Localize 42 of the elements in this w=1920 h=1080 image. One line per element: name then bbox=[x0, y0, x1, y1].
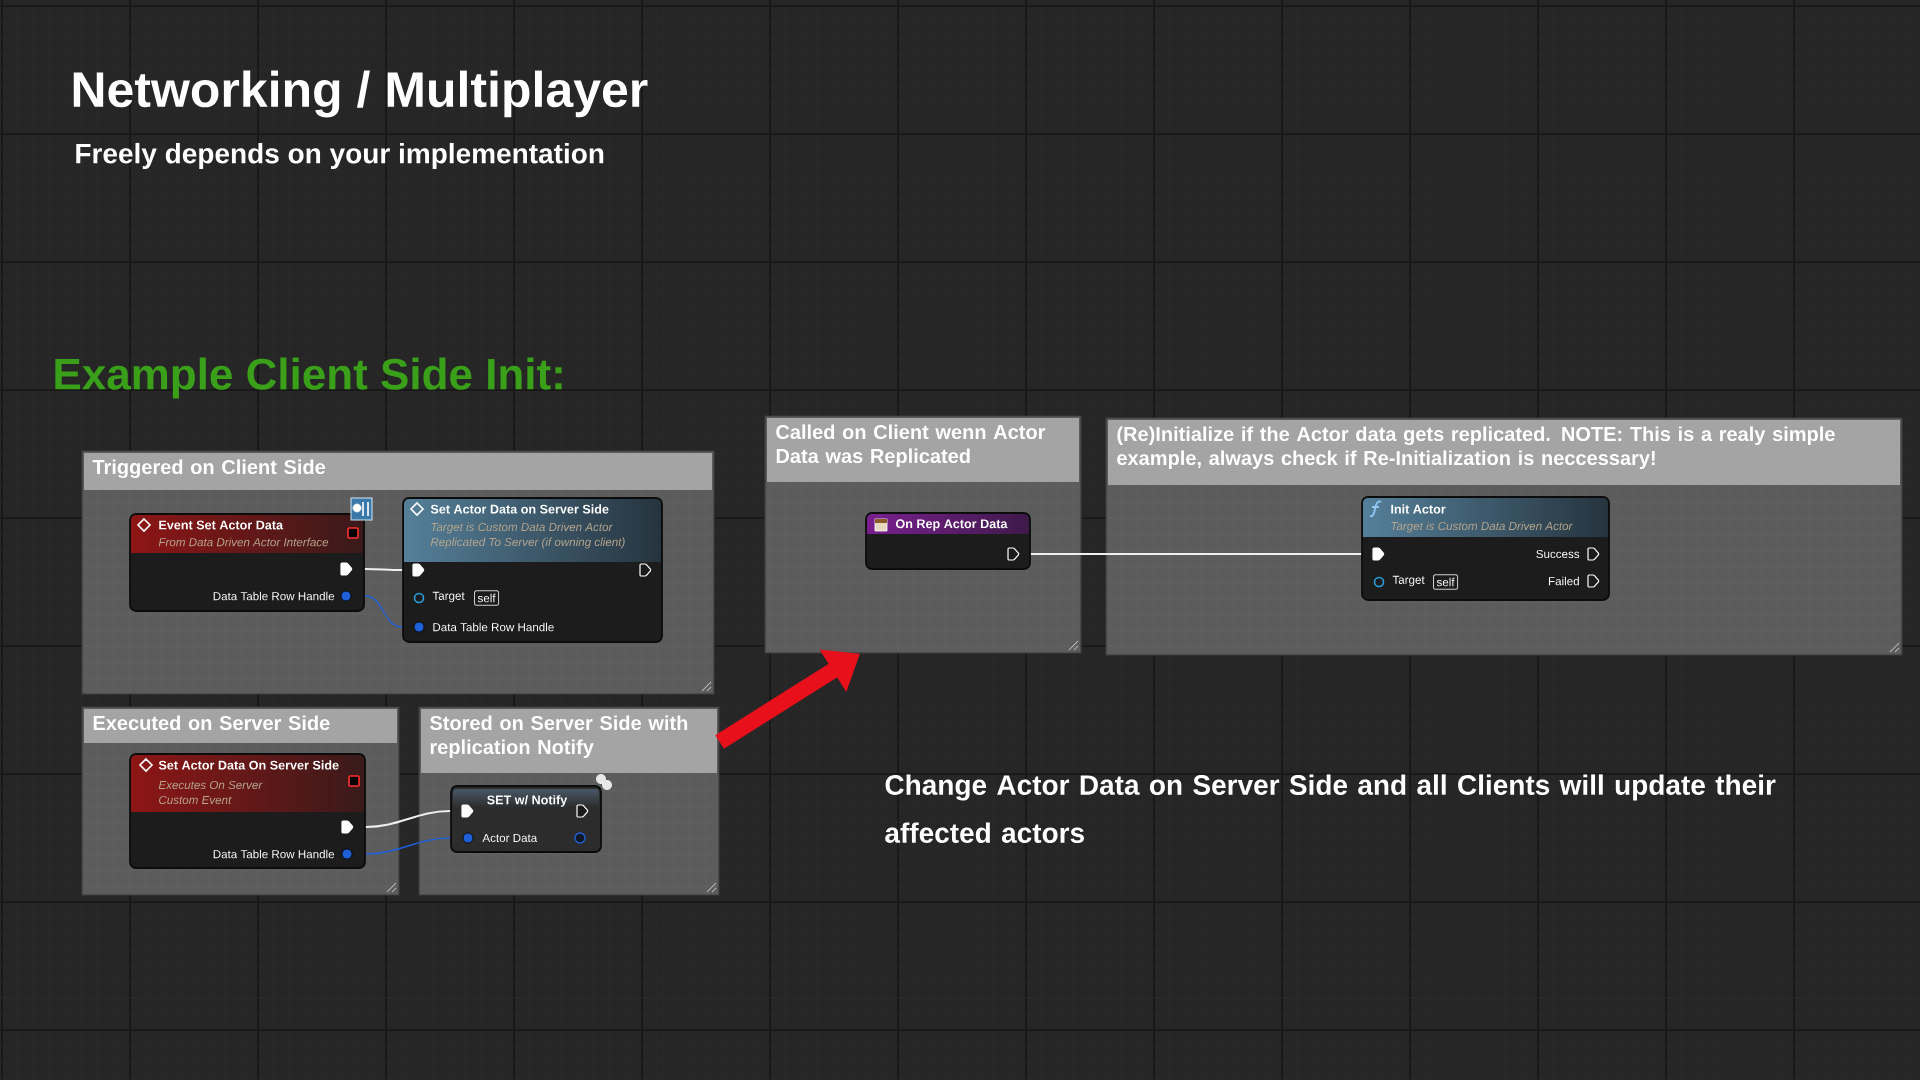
node-title: Event Set Actor Data bbox=[159, 520, 284, 530]
comment-title: Stored on Server Side with replication Notify bbox=[430, 715, 688, 759]
node-title: Set Actor Data on Server Side bbox=[430, 504, 609, 514]
wire bbox=[364, 595, 403, 628]
wire bbox=[365, 837, 451, 855]
pin-label: Data Table Row Handle bbox=[433, 622, 554, 632]
pin-label: Failed bbox=[1548, 576, 1579, 586]
node-subtitle: From Data Driven Actor Interface bbox=[158, 537, 329, 547]
comment-title: Triggered on Client Side bbox=[92, 459, 326, 479]
default-value-field: self bbox=[1433, 574, 1459, 590]
node-subtitle: Target is Custom Data Driven Actor bbox=[1391, 521, 1573, 533]
pin-label: Actor Data bbox=[482, 833, 538, 843]
blueprint-node bbox=[402, 497, 663, 643]
blueprint-node bbox=[450, 774, 612, 853]
comment-title: Called on Client wenn Actor Data was Replicated bbox=[776, 424, 1046, 468]
node-subtitle: Replicated To Server (if owning client) bbox=[430, 537, 625, 549]
caption-text: Change Actor Data on Server Side and all Clients will update their affected actors bbox=[885, 774, 1776, 843]
wire bbox=[363, 568, 404, 571]
pin-label: Target bbox=[1392, 575, 1425, 587]
blueprint-node bbox=[1361, 496, 1610, 601]
node-title: Set Actor Data On Server Side bbox=[158, 760, 339, 770]
pin-label: Data Table Row Handle bbox=[213, 849, 335, 859]
pin-label: Success bbox=[1536, 549, 1580, 559]
node-subtitle: Target is Custom Data Driven Actor bbox=[431, 522, 613, 534]
wire bbox=[364, 810, 452, 828]
node-subtitle: Executes On Server bbox=[158, 780, 263, 790]
blueprint-node bbox=[865, 512, 1031, 570]
pin-label: Data Table Row Handle bbox=[213, 591, 335, 601]
wire bbox=[1029, 553, 1363, 555]
section-heading: Example Client Side Init: bbox=[55, 357, 562, 399]
subtitle: Freely depends on your implementation bbox=[76, 142, 604, 170]
comment-title: (Re)Initialize if the Actor data gets replicated. NOTE: This is a realy simple example, always check if Re-Initialization is neccessary! bbox=[1117, 426, 1835, 470]
node-title: SET w/ Notify bbox=[487, 795, 568, 807]
blueprint-node bbox=[129, 497, 373, 612]
comment-title: Executed on Server Side bbox=[93, 715, 330, 731]
node-subtitle: Custom Event bbox=[159, 795, 232, 805]
node-title: On Rep Actor Data bbox=[895, 519, 1008, 531]
node-title: Init Actor bbox=[1391, 504, 1446, 514]
blueprint-node bbox=[129, 753, 366, 869]
title: Networking / Multiplayer bbox=[73, 70, 648, 118]
default-value-field: self bbox=[474, 590, 500, 606]
pin-label: Target bbox=[432, 591, 465, 603]
